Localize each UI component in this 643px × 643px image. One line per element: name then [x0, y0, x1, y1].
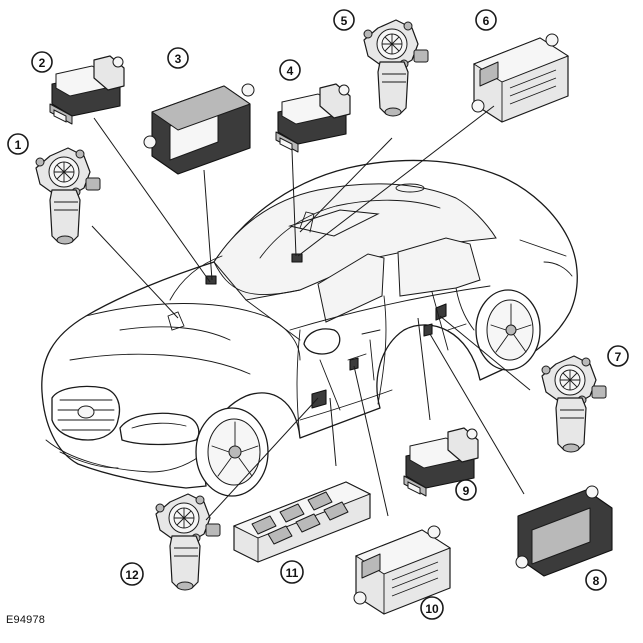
callout-10: 10 [420, 596, 444, 620]
callout-5-label: 5 [341, 14, 348, 28]
callout-2: 2 [31, 51, 53, 73]
window-switch-2-icon [49, 55, 125, 125]
callout-1: 1 [7, 133, 29, 155]
callout-3-label: 3 [175, 52, 182, 66]
callout-12: 12 [120, 562, 144, 586]
callout-8-label: 8 [593, 574, 600, 588]
callout-2-label: 2 [39, 56, 46, 70]
callout-11: 11 [280, 560, 304, 584]
callout-11-label: 11 [286, 566, 299, 580]
rear-wheel-icon [475, 289, 541, 371]
callout-4-label: 4 [287, 64, 294, 78]
window-motor-7-icon [541, 355, 607, 453]
leader-lines [91, 105, 531, 521]
door-module-3-icon [143, 83, 255, 175]
window-motor-1-icon [35, 147, 101, 245]
callout-3: 3 [167, 47, 189, 69]
window-motor-5-icon [363, 19, 429, 117]
window-motor-12-icon [155, 493, 221, 591]
door-module-8-icon [515, 485, 613, 577]
callout-6: 6 [475, 9, 497, 31]
door-module-6-icon [471, 33, 569, 123]
callout-8: 8 [585, 569, 607, 591]
window-switch-4-icon [275, 83, 351, 153]
front-wheel-icon [195, 407, 269, 497]
callout-9-label: 9 [463, 484, 470, 498]
callout-10-label: 10 [425, 602, 439, 616]
callout-1-label: 1 [15, 138, 22, 152]
callout-7-label: 7 [615, 350, 622, 364]
car-outline-icon [41, 159, 578, 497]
callout-12-label: 12 [125, 568, 139, 582]
figure-reference: E94978 [6, 614, 46, 626]
callout-4: 4 [279, 59, 301, 81]
callout-6-label: 6 [483, 14, 490, 28]
callout-9: 9 [455, 479, 477, 501]
callout-7: 7 [607, 345, 629, 367]
callout-5: 5 [333, 9, 355, 31]
switch-pack-11-icon [232, 481, 372, 563]
